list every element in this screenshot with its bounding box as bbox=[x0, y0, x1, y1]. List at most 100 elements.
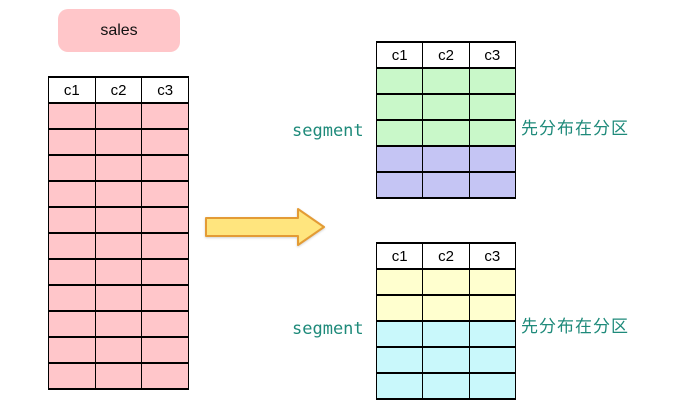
table-cell bbox=[48, 180, 96, 208]
table-cell bbox=[141, 336, 189, 364]
column-header: c1 bbox=[48, 76, 96, 104]
table-cell bbox=[468, 346, 517, 374]
column-header: c1 bbox=[375, 41, 424, 69]
table-cell bbox=[468, 320, 517, 348]
table-cell bbox=[141, 232, 189, 260]
table-cell bbox=[48, 128, 96, 156]
table-cell bbox=[141, 180, 189, 208]
table-cell bbox=[141, 310, 189, 338]
table-cell bbox=[422, 67, 470, 95]
table-cell bbox=[422, 145, 470, 173]
table-cell bbox=[94, 102, 143, 130]
table-cell bbox=[94, 310, 143, 338]
table-row bbox=[375, 67, 517, 95]
column-header: c2 bbox=[422, 41, 470, 69]
table-row bbox=[375, 119, 517, 147]
table-cell bbox=[48, 232, 96, 260]
table-row bbox=[48, 102, 189, 130]
table-cell bbox=[422, 93, 470, 121]
table-cell bbox=[375, 372, 424, 400]
table-cell bbox=[468, 119, 517, 147]
table-cell bbox=[141, 102, 189, 130]
table-row bbox=[375, 171, 517, 199]
table-cell bbox=[94, 258, 143, 286]
table-row bbox=[375, 346, 517, 374]
table-cell bbox=[141, 258, 189, 286]
table-row bbox=[48, 232, 189, 260]
sales-table-badge: sales bbox=[58, 9, 180, 52]
table-cell bbox=[422, 320, 470, 348]
table-cell bbox=[422, 268, 470, 296]
table-cell bbox=[48, 154, 96, 182]
column-header: c3 bbox=[468, 242, 517, 270]
table-cell bbox=[375, 171, 424, 199]
table-row bbox=[48, 258, 189, 286]
table-cell bbox=[94, 336, 143, 364]
table-cell bbox=[141, 206, 189, 234]
table-cell bbox=[48, 102, 96, 130]
table-cell bbox=[468, 372, 517, 400]
table-cell bbox=[141, 154, 189, 182]
table-row bbox=[375, 145, 517, 173]
table-row bbox=[48, 362, 189, 390]
table-cell bbox=[94, 128, 143, 156]
table-row bbox=[48, 206, 189, 234]
table-cell bbox=[141, 362, 189, 390]
column-header: c3 bbox=[468, 41, 517, 69]
table-cell bbox=[468, 268, 517, 296]
table-cell bbox=[48, 362, 96, 390]
table-cell bbox=[422, 119, 470, 147]
table-cell bbox=[141, 128, 189, 156]
partition-annotation-2: 先分布在分区 bbox=[521, 317, 629, 336]
table-cell bbox=[375, 93, 424, 121]
table-cell bbox=[48, 258, 96, 286]
table-row bbox=[48, 154, 189, 182]
table-cell bbox=[48, 336, 96, 364]
column-header: c3 bbox=[141, 76, 189, 104]
table-row bbox=[375, 268, 517, 296]
table-cell bbox=[375, 145, 424, 173]
table-cell bbox=[94, 284, 143, 312]
table-row bbox=[48, 336, 189, 364]
table-cell bbox=[375, 268, 424, 296]
table-cell bbox=[468, 93, 517, 121]
table-cell bbox=[375, 294, 424, 322]
column-header: c2 bbox=[94, 76, 143, 104]
table-row bbox=[48, 128, 189, 156]
table-row bbox=[375, 93, 517, 121]
table-cell bbox=[94, 180, 143, 208]
table-cell bbox=[468, 294, 517, 322]
table-cell bbox=[94, 206, 143, 234]
table-cell bbox=[422, 294, 470, 322]
right-arrow-icon bbox=[205, 208, 325, 246]
segment-label-2: segment bbox=[292, 319, 364, 339]
table-cell bbox=[48, 284, 96, 312]
table-row bbox=[48, 284, 189, 312]
table-cell bbox=[422, 372, 470, 400]
table-cell bbox=[94, 232, 143, 260]
table-cell bbox=[375, 320, 424, 348]
table-cell bbox=[375, 67, 424, 95]
table-cell bbox=[422, 171, 470, 199]
table-row bbox=[48, 180, 189, 208]
table-row bbox=[375, 320, 517, 348]
table-cell bbox=[468, 145, 517, 173]
table-cell bbox=[468, 67, 517, 95]
table-cell bbox=[468, 171, 517, 199]
table-cell bbox=[422, 346, 470, 374]
table-cell bbox=[375, 346, 424, 374]
table-cell bbox=[48, 310, 96, 338]
segment-label-1: segment bbox=[292, 121, 364, 141]
table-row bbox=[375, 294, 517, 322]
table-cell bbox=[375, 119, 424, 147]
table-cell bbox=[141, 284, 189, 312]
partition-annotation-1: 先分布在分区 bbox=[521, 119, 629, 138]
column-header: c2 bbox=[422, 242, 470, 270]
